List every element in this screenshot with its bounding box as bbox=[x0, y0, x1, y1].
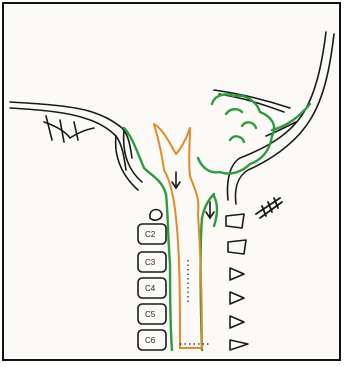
airway-structure bbox=[154, 124, 202, 348]
feathered-arrow-icon bbox=[256, 198, 282, 218]
vertebra-label: C4 bbox=[145, 284, 156, 293]
skull-base-outline bbox=[10, 102, 142, 190]
vertebra-label: C3 bbox=[145, 258, 156, 267]
posterior-wall-outline bbox=[214, 32, 334, 204]
odontoid-shape bbox=[150, 210, 162, 221]
vertebra-label: C5 bbox=[145, 310, 156, 319]
vertebra-label: C6 bbox=[145, 336, 156, 345]
vertebra-label: C2 bbox=[145, 230, 156, 239]
spinous-processes bbox=[226, 214, 248, 350]
dotted-marks bbox=[180, 260, 210, 344]
down-arrow-icon bbox=[172, 172, 180, 188]
